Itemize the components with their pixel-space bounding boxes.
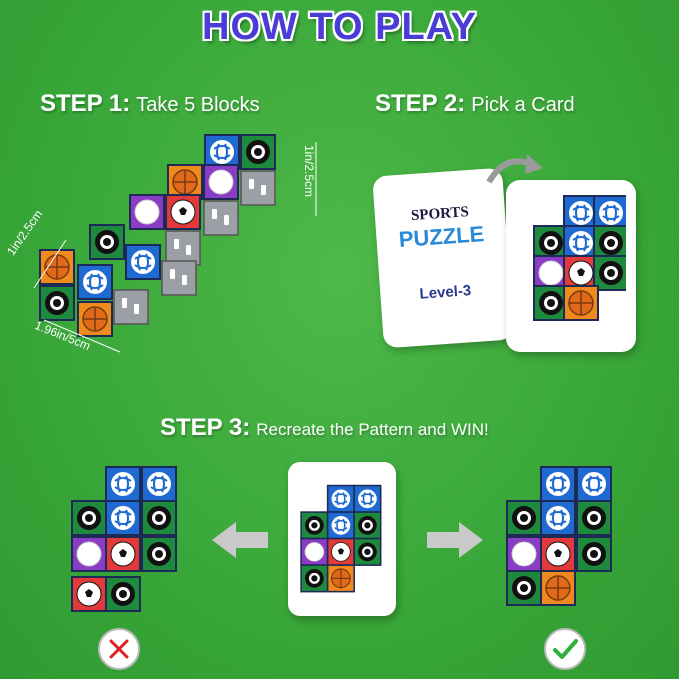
right-arrow-icon bbox=[427, 522, 483, 558]
card-level: Level-3 bbox=[419, 282, 472, 303]
target-pattern bbox=[300, 484, 382, 593]
cross-icon bbox=[109, 639, 129, 659]
step1-label: STEP 1: bbox=[40, 90, 131, 117]
step1-text: Take 5 Blocks bbox=[136, 94, 260, 116]
step1-heading: STEP 1:Take 5 Blocks bbox=[40, 90, 260, 118]
step3-text: Recreate the Pattern and WIN! bbox=[256, 420, 489, 439]
step2-heading: STEP 2:Pick a Card bbox=[375, 90, 575, 118]
card-pattern bbox=[533, 195, 626, 321]
height-dimension: 1in/2.5cm bbox=[302, 145, 316, 198]
wrong-attempt-grid bbox=[71, 466, 177, 612]
wrong-badge bbox=[98, 628, 140, 670]
left-arrow-icon bbox=[212, 522, 268, 558]
curved-arrow-icon bbox=[486, 154, 543, 184]
checkmark-icon bbox=[553, 639, 578, 659]
step2-label: STEP 2: bbox=[375, 90, 466, 117]
correct-badge bbox=[544, 628, 586, 670]
step3-label: STEP 3: bbox=[160, 414, 251, 441]
step2-text: Pick a Card bbox=[471, 94, 575, 116]
step3-heading: STEP 3: Recreate the Pattern and WIN! bbox=[160, 414, 489, 442]
pattern-card bbox=[506, 180, 636, 352]
page-title: HOW TO PLAY bbox=[202, 6, 477, 48]
card-back: SPORTS PUZZLE Level-3 bbox=[372, 167, 514, 349]
blocks-illustration bbox=[33, 134, 317, 353]
correct-attempt-grid bbox=[506, 466, 612, 606]
target-card bbox=[288, 462, 396, 616]
